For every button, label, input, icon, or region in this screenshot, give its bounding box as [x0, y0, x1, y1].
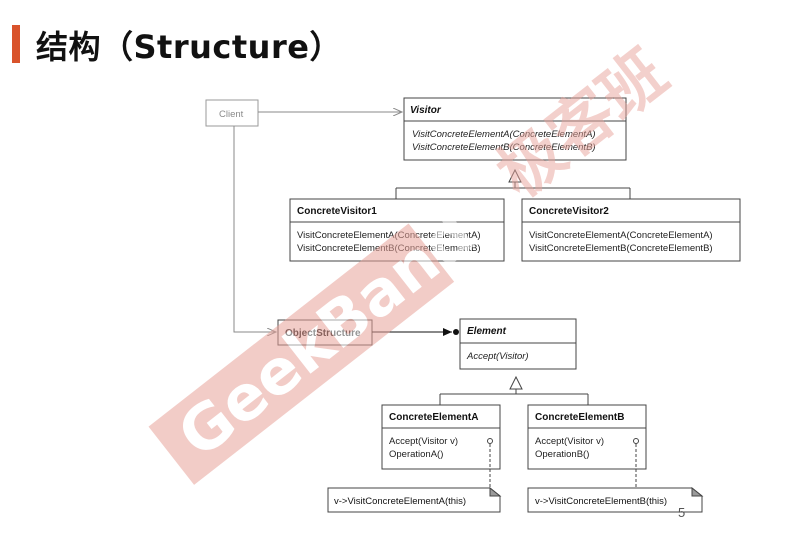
concrete-element-b-op-1: Accept(Visitor v): [535, 436, 604, 447]
element-box: Element Accept(Visitor): [459, 318, 577, 370]
concrete-visitor2-op-a: VisitConcreteElementA(ConcreteElementA): [529, 230, 713, 241]
concrete-element-a-op-2: OperationA(): [389, 449, 443, 460]
client-box: Client: [205, 99, 259, 127]
concrete-element-a-name: ConcreteElementA: [389, 412, 478, 423]
visitor-name: Visitor: [410, 105, 442, 116]
note-a-text: v->VisitConcreteElementA(this): [334, 496, 466, 507]
visitor-op-a: VisitConcreteElementA(ConcreteElementA): [412, 129, 596, 140]
visitor-box: Visitor VisitConcreteElementA(ConcreteEl…: [403, 97, 627, 161]
client-to-objectstructure-arrow: [233, 126, 276, 332]
title-accent-bar: [12, 25, 20, 63]
page-number: 5: [678, 505, 686, 520]
element-inheritance: [439, 375, 589, 405]
concrete-visitor1-box: ConcreteVisitor1 VisitConcreteElementA(C…: [289, 198, 505, 262]
note-a: v->VisitConcreteElementA(this): [327, 486, 502, 513]
concrete-visitor2-name: ConcreteVisitor2: [529, 206, 609, 217]
concrete-element-b-name: ConcreteElementB: [535, 412, 624, 423]
concrete-visitor1-op-a: VisitConcreteElementA(ConcreteElementA): [297, 230, 481, 241]
concrete-element-a-box: ConcreteElementA Accept(Visitor v) Opera…: [381, 404, 501, 470]
aggregation-dot: [453, 329, 459, 335]
element-op: Accept(Visitor): [466, 351, 529, 362]
note-b-text: v->VisitConcreteElementB(this): [535, 496, 667, 507]
concrete-visitor2-op-b: VisitConcreteElementB(ConcreteElementB): [529, 243, 713, 254]
page-title: 结构（Structure）: [36, 28, 342, 66]
object-structure-name: ObjectStructure: [285, 328, 361, 339]
object-structure-box: ObjectStructure: [277, 319, 373, 346]
concrete-element-a-op-1: Accept(Visitor v): [389, 436, 458, 447]
visitor-op-b: VisitConcreteElementB(ConcreteElementB): [412, 142, 596, 153]
client-label: Client: [219, 109, 244, 120]
note-b: v->VisitConcreteElementB(this): [527, 486, 704, 513]
visitor-inheritance: [395, 168, 631, 199]
element-name: Element: [467, 326, 507, 337]
concrete-element-b-op-2: OperationB(): [535, 449, 589, 460]
concrete-visitor1-name: ConcreteVisitor1: [297, 206, 377, 217]
concrete-element-b-box: ConcreteElementB Accept(Visitor v) Opera…: [527, 404, 647, 470]
concrete-visitor1-op-b: VisitConcreteElementB(ConcreteElementB): [297, 243, 481, 254]
concrete-visitor2-box: ConcreteVisitor2 VisitConcreteElementA(C…: [521, 198, 741, 262]
